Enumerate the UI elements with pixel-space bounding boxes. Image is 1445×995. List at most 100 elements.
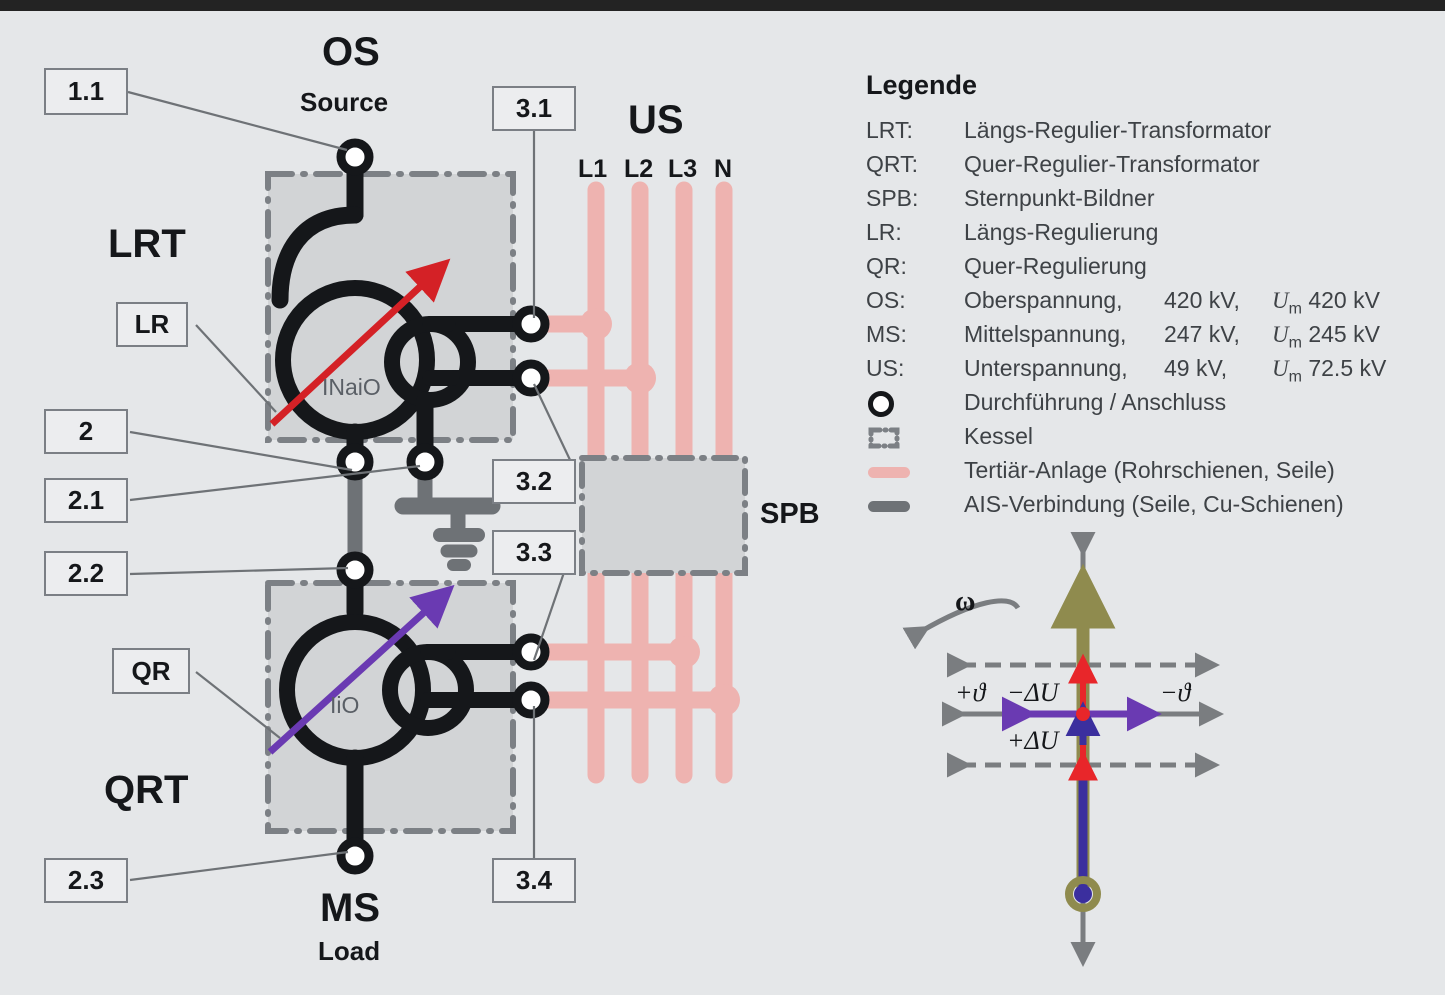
us-bus-label: US [628,98,684,142]
legend-symbol-cell [866,457,964,487]
callout-qr[interactable]: QR [112,648,190,694]
legend-desc: Quer-Regulierung [964,253,1147,279]
legend-symbol-cell [866,423,964,453]
leader-3-2 [533,383,572,463]
bushing-os [336,138,374,176]
phase-label-L1: L1 [578,155,608,183]
spb-tank-outline [579,455,748,576]
phasor-origin-ring [1065,876,1101,912]
bushing-icon [868,391,894,417]
um-value: 245 kV [1308,321,1380,347]
tertiary-bar-icon [868,466,910,478]
leader-2-1 [129,464,421,502]
leader-2 [129,430,353,472]
bushing-lrt-tert-1 [512,305,550,343]
callout-2-3[interactable]: 2.3 [44,858,128,903]
callout-2-2[interactable]: 2.2 [44,551,128,596]
legend-row: LR: Längs-Regulierung [866,219,1436,253]
callout-3-1[interactable]: 3.1 [492,86,576,131]
legend-desc: Sternpunkt-Bildner [964,185,1155,211]
bushing-qrt-hv [336,551,374,589]
lrt-vector-group: INaiO [322,374,381,400]
voltage-value: 49 kV, [1164,355,1228,381]
phase-label-L2: L2 [624,155,654,183]
legend-desc: Oberspannung,420 kV,Um 420 kV [964,287,1380,319]
phasor-diagram [902,532,1225,968]
ms-role-label: Load [318,936,381,966]
plus-deltaU-label: +ΔU [1007,726,1059,755]
legend-symbol-row: Kessel [866,423,1436,457]
legend-desc: Längs-Regulier-Transformator [964,117,1272,143]
junction-L3 [668,636,700,668]
um-prefix: U [1272,288,1289,313]
phase-label-N: N [714,155,733,183]
legend-row: LRT: Längs-Regulier-Transformator [866,117,1436,151]
legend-symbol-row: Tertiär-Anlage (Rohrschienen, Seile) [866,457,1436,491]
legend-key: LR: [866,219,902,245]
voltage-um: Um 72.5 kV [1272,355,1386,387]
legend-title: Legende [866,70,978,100]
legend-voltage-row: MS: Mittelspannung,247 kV,Um 245 kV [866,321,1436,355]
legend-row: QRT: Quer-Regulier-Transformator [866,151,1436,185]
um-sub: m [1288,300,1302,318]
junction-L2 [624,362,656,394]
um-sub: m [1288,334,1302,352]
callout-1-1[interactable]: 1.1 [44,68,128,115]
callout-lr[interactable]: LR [116,302,188,347]
um-prefix: U [1272,322,1289,347]
lrt-tank-outline [265,171,516,443]
junction-L1 [580,308,612,340]
voltage-value: 247 kV, [1164,321,1240,347]
voltage-um: Um 245 kV [1272,321,1380,353]
legend-desc: Längs-Regulierung [964,219,1159,245]
legend-key: QRT: [866,151,918,177]
os-label: OS [322,30,380,74]
tertiary-junction-dots [580,308,740,716]
legend-desc: Tertiär-Anlage (Rohrschienen, Seile) [964,457,1335,483]
leader-lr [195,324,277,413]
legend-desc: Unterspannung,49 kV,Um 72.5 kV [964,355,1386,387]
voltage-name: Oberspannung, [964,287,1123,313]
legend-rows: LRT: Längs-Regulier-Transformator QRT: Q… [866,117,1436,525]
top-bar [0,0,1445,11]
callout-3-4[interactable]: 3.4 [492,858,576,903]
callout-2-1[interactable]: 2.1 [44,478,128,523]
callout-3-3[interactable]: 3.3 [492,530,576,575]
spb-label: SPB [760,498,820,530]
bushing-qrt-tert-2 [512,681,550,719]
um-prefix: U [1272,356,1289,381]
legend-key: QR: [866,253,907,279]
plus-theta-label: +ϑ [955,678,986,707]
lr-regulation-arrow [269,258,451,427]
legend-symbol-row: AIS-Verbindung (Seile, Cu-Schienen) [866,491,1436,525]
leader-2-2 [129,566,349,576]
phase-label-L3: L3 [668,155,698,183]
ms-label: MS [320,886,380,930]
qrt-title: QRT [104,768,189,812]
callout-3-2[interactable]: 3.2 [492,459,576,504]
kessel-icon [868,427,900,449]
bushing-lrt-tert-2 [512,359,550,397]
legend-key: SPB: [866,185,919,211]
legend-key: MS: [866,321,907,347]
legend-row: QR: Quer-Regulierung [866,253,1436,287]
qrt-vector-group: IiO [330,692,360,718]
legend-key: OS: [866,287,906,313]
legend-symbol-row: Durchführung / Anschluss [866,389,1436,423]
callout-2[interactable]: 2 [44,409,128,454]
legend-desc: Quer-Regulier-Transformator [964,151,1260,177]
os-role-label: Source [300,87,389,117]
omega-label: ω [955,586,976,617]
lrt-title: LRT [108,222,186,266]
um-sub: m [1288,368,1302,386]
um-value: 420 kV [1308,287,1380,313]
leader-qr [195,671,281,739]
legend-desc: Durchführung / Anschluss [964,389,1227,415]
leader-1-1 [127,90,348,152]
callout-leader-lines [127,90,573,882]
spb-tank-fill [582,458,745,573]
minus-deltaU-label: −ΔU [1007,678,1059,707]
qr-regulation-arrow [267,584,455,755]
